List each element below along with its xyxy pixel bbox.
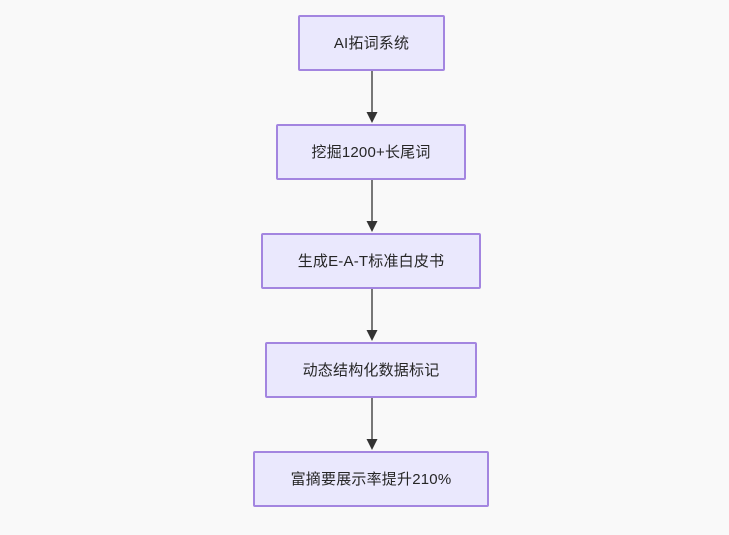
flow-node-ai-keyword-system[interactable]: AI拓词系统 xyxy=(298,15,445,71)
flow-connector-arrow-2 xyxy=(359,180,385,233)
flow-node-label: 富摘要展示率提升210% xyxy=(290,470,452,488)
flow-connector-arrow-4 xyxy=(359,398,385,451)
flow-node-generate-eat-whitepaper[interactable]: 生成E-A-T标准白皮书 xyxy=(261,233,481,289)
flow-node-label: 挖掘1200+长尾词 xyxy=(311,143,431,161)
flow-connector-arrow-1 xyxy=(359,71,385,124)
flow-node-rich-snippet-impression-uplift[interactable]: 富摘要展示率提升210% xyxy=(253,451,489,507)
flow-node-label: AI拓词系统 xyxy=(333,34,410,52)
flow-connector-arrow-3 xyxy=(359,289,385,342)
flow-node-label: 生成E-A-T标准白皮书 xyxy=(297,252,445,270)
flow-node-dynamic-structured-data-markup[interactable]: 动态结构化数据标记 xyxy=(265,342,477,398)
flow-node-mine-longtail-keywords[interactable]: 挖掘1200+长尾词 xyxy=(276,124,466,180)
flow-node-label: 动态结构化数据标记 xyxy=(302,361,440,379)
